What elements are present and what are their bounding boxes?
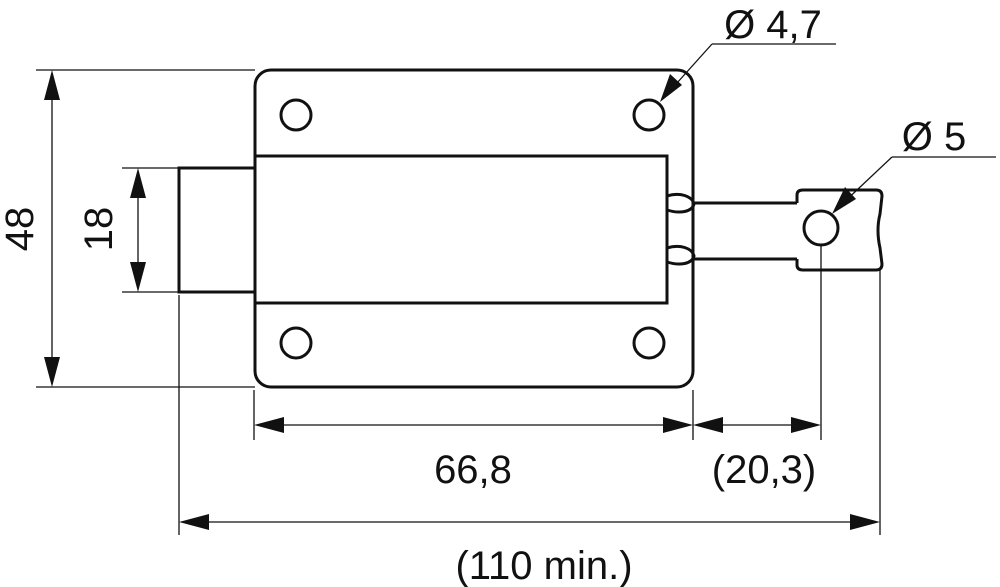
bolt-housing [253, 154, 669, 305]
leader-hole-plate [660, 43, 836, 102]
leader-hole-bolt [832, 156, 996, 214]
guide-lug-top [666, 192, 696, 214]
diameter-label-plate-hole: Ø 4,7 [724, 3, 822, 47]
arrowhead [254, 417, 284, 433]
dimension-66-8 [254, 417, 693, 433]
base-plate [253, 68, 695, 389]
arrowhead [179, 514, 209, 530]
arrowhead [663, 417, 693, 433]
arrowhead [44, 70, 60, 100]
dimension-label-48: 48 [0, 207, 42, 252]
mounting-hole-bottom-left [279, 326, 313, 360]
bolt-eye-hole [802, 209, 840, 247]
left-end-cap [177, 166, 257, 294]
arrowhead [832, 187, 856, 214]
bolt-head [795, 188, 884, 272]
dimension-110 [179, 514, 880, 530]
arrowhead [130, 168, 146, 198]
arrowhead [660, 74, 682, 102]
mounting-hole-bottom-right [632, 326, 666, 360]
arrowhead [130, 262, 146, 292]
dimension-18 [130, 168, 146, 292]
arrowhead [44, 357, 60, 387]
extension-lines [36, 69, 881, 535]
latch-body [177, 68, 884, 389]
arrowhead [693, 417, 723, 433]
arrowhead [850, 514, 880, 530]
dimension-label-20-3: (20,3) [712, 448, 817, 492]
dimension-label-18: 18 [77, 207, 121, 252]
arrowhead [791, 417, 821, 433]
diameter-label-bolt-hole: Ø 5 [902, 115, 966, 159]
dimension-48 [44, 70, 60, 387]
dimension-label-66-8: 66,8 [434, 448, 512, 492]
mounting-hole-top-right [632, 98, 666, 132]
mounting-hole-top-left [279, 98, 313, 132]
dimension-20-3 [693, 417, 821, 433]
guide-lug-bottom [666, 244, 696, 266]
dimension-label-110-min: (110 min.) [455, 544, 632, 587]
